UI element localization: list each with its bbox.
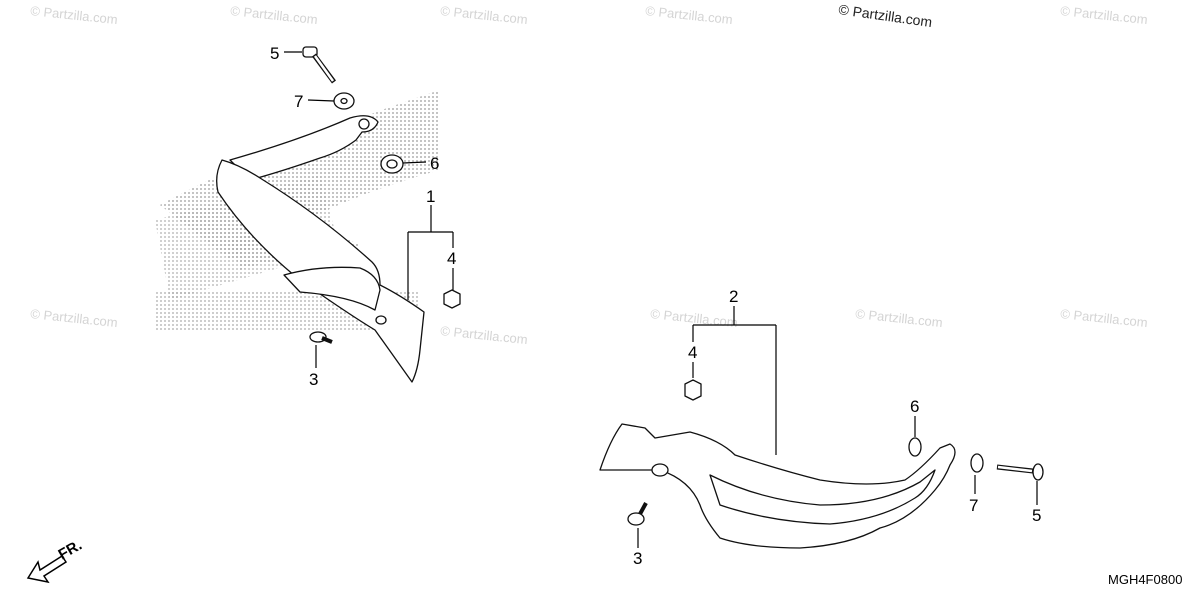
right-handguard-inner bbox=[709, 469, 936, 525]
left-bracket-arm bbox=[229, 115, 379, 181]
callout-5: 5 bbox=[1032, 506, 1041, 525]
nut-icon bbox=[684, 379, 702, 401]
bolt-icon bbox=[996, 463, 1044, 481]
watermark-text: © Partzilla.com bbox=[650, 306, 739, 330]
watermark-text: © Partzilla.com bbox=[30, 306, 119, 330]
callout-2: 2 bbox=[729, 287, 738, 306]
watermark-text: © Partzilla.com bbox=[855, 306, 944, 330]
callout-5: 5 bbox=[270, 44, 279, 63]
watermark-text: © Partzilla.com bbox=[1060, 3, 1149, 27]
left-bracket-hole bbox=[358, 118, 370, 130]
callout-6: 6 bbox=[910, 397, 919, 416]
watermark-text: © Partzilla.com bbox=[440, 323, 529, 347]
callout-7: 7 bbox=[294, 92, 303, 111]
nut-icon bbox=[443, 289, 461, 309]
callouts-left: 5 7 6 1 4 3 bbox=[270, 44, 456, 389]
callout-4: 4 bbox=[447, 249, 456, 268]
bolt-icon bbox=[302, 46, 337, 84]
left-handguard-assembly bbox=[216, 46, 461, 383]
diagram-code: MGH4F0800 bbox=[1108, 572, 1182, 587]
watermark-text: © Partzilla.com bbox=[440, 3, 529, 27]
right-handguard bbox=[599, 423, 956, 549]
screw-icon bbox=[309, 331, 333, 344]
washer-icon bbox=[908, 437, 922, 457]
front-direction-indicator: FR. bbox=[26, 537, 85, 584]
callout-6: 6 bbox=[430, 154, 439, 173]
left-handguard-mount-hole bbox=[375, 315, 387, 325]
callout-7: 7 bbox=[969, 496, 978, 515]
callout-1: 1 bbox=[426, 187, 435, 206]
callout-3: 3 bbox=[633, 549, 642, 568]
watermark-text: © Partzilla.com bbox=[230, 3, 319, 27]
screw-icon bbox=[627, 502, 648, 526]
callout-4: 4 bbox=[688, 343, 697, 362]
right-handguard-assembly bbox=[599, 306, 1044, 549]
washer-icon bbox=[970, 453, 984, 473]
left-handguard-inner bbox=[283, 266, 381, 311]
right-handguard-mount-hole bbox=[651, 463, 669, 477]
watermark-text: © Partzilla.com bbox=[645, 3, 734, 27]
partzilla-watermark: © Partzilla.com bbox=[838, 1, 934, 30]
watermark-text: © Partzilla.com bbox=[30, 3, 119, 27]
watermark-text: © Partzilla.com bbox=[1060, 306, 1149, 330]
callouts-right: 2 4 6 7 5 3 bbox=[633, 287, 1041, 568]
callout-3: 3 bbox=[309, 370, 318, 389]
arrow-icon bbox=[26, 554, 68, 584]
